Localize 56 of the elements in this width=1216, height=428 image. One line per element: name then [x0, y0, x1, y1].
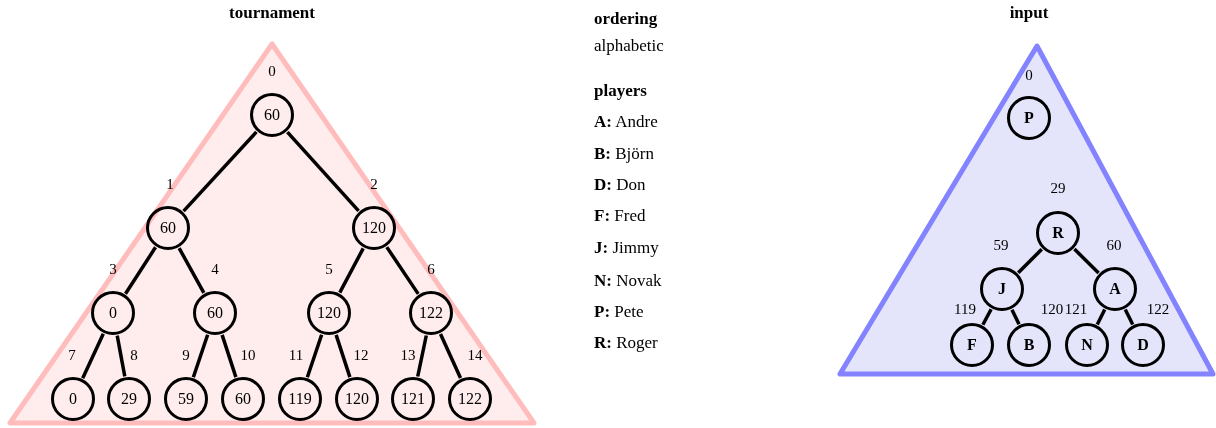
section-heading: ordering	[594, 9, 658, 27]
index-label: 122	[1146, 301, 1170, 317]
panel-title: tournament	[229, 4, 315, 21]
tree-edge	[1123, 308, 1135, 326]
legend-text: D: Don	[594, 175, 646, 193]
legend-text: A: Andre	[594, 112, 658, 130]
index-label: 14	[467, 347, 483, 363]
index-label: 119	[954, 301, 976, 317]
legend-text: R: Roger	[594, 333, 658, 351]
index-label: 12	[353, 347, 369, 363]
tree-edge	[1010, 308, 1021, 326]
index-label: 4	[211, 261, 219, 277]
index-label: 120	[1040, 301, 1064, 317]
index-label: 13	[400, 347, 416, 363]
tree-edge	[115, 335, 127, 377]
index-label: 60	[1106, 237, 1122, 253]
index-label: 3	[109, 261, 117, 277]
tree-edge	[334, 334, 352, 378]
legend-text: F: Fred	[594, 206, 646, 224]
index-label: 29	[1050, 180, 1066, 196]
legend-text: B: Björn	[594, 144, 654, 162]
tree-edge	[124, 246, 157, 295]
tree-edge	[981, 308, 993, 326]
index-label: 0	[1025, 67, 1033, 83]
index-label: 8	[130, 347, 138, 363]
legend-text: J: Jimmy	[594, 238, 659, 256]
index-label: 10	[240, 347, 256, 363]
index-label: 7	[68, 347, 76, 363]
legend-text: N: Novak	[594, 271, 662, 289]
index-label: 0	[268, 63, 276, 79]
tree-edge	[182, 130, 258, 213]
index-label: 5	[325, 261, 333, 277]
index-label: 11	[288, 347, 304, 363]
tree-edge	[438, 333, 463, 379]
tree-edge	[177, 247, 206, 294]
index-label: 121	[1064, 301, 1088, 317]
tree-edge	[1073, 247, 1100, 275]
tree-edge	[1095, 308, 1107, 326]
tree-edge	[338, 247, 365, 294]
tree-edge	[286, 130, 360, 213]
index-label: 59	[993, 237, 1009, 253]
tree-edge	[416, 335, 428, 377]
panel-title: input	[1009, 4, 1049, 21]
index-label: 1	[166, 176, 174, 192]
tree-edge	[305, 334, 324, 378]
legend-text: P: Pete	[594, 302, 644, 320]
index-label: 6	[427, 261, 435, 277]
tree-edge	[1017, 248, 1043, 274]
tree-edge	[81, 333, 105, 379]
tree-edge	[385, 246, 420, 295]
index-label: 9	[182, 347, 190, 363]
tree-edge	[220, 334, 238, 378]
legend-text: alphabetic	[594, 36, 664, 54]
index-label: 2	[370, 176, 378, 192]
tree-edge	[191, 334, 210, 378]
section-heading: players	[594, 81, 647, 99]
